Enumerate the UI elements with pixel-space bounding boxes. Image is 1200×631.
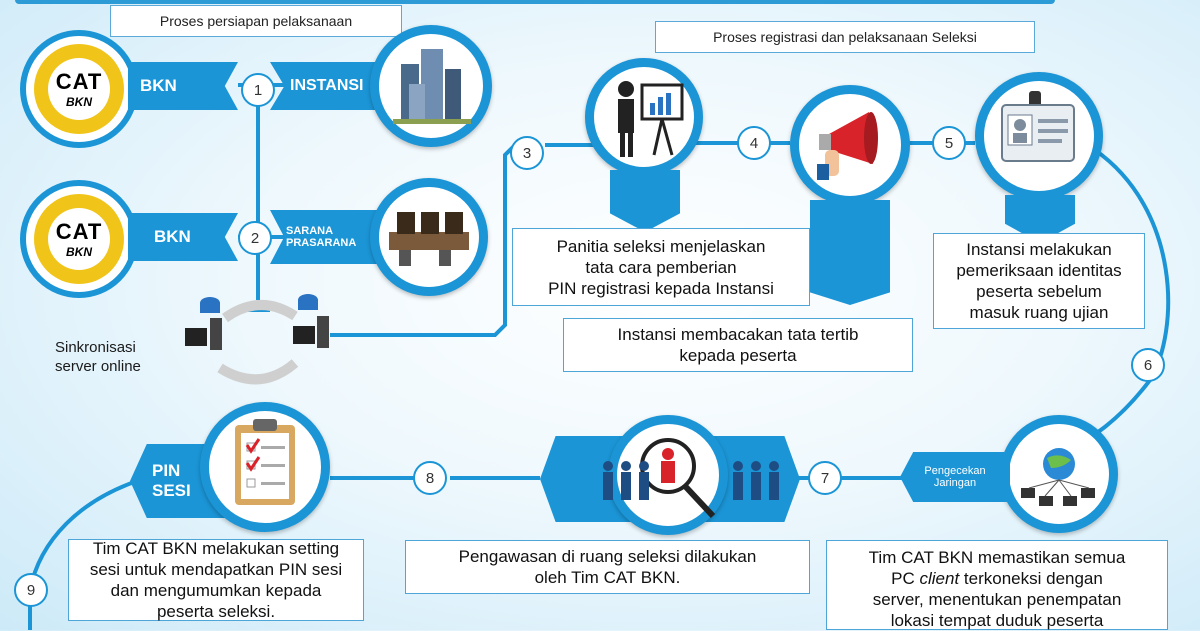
id-card-icon xyxy=(975,72,1103,200)
step-7-desc-l2a: PC xyxy=(891,569,920,588)
sync-caption-l1: Sinkronisasi xyxy=(55,339,136,356)
step-5-desc-l4: masuk ruang ujian xyxy=(969,303,1109,322)
step-9-marker: 9 xyxy=(14,573,48,607)
step-4-pointer xyxy=(810,200,890,305)
cat-logo-sub-2: BKN xyxy=(66,245,92,259)
tag-sarana-prasarana: SARANA PRASARANA xyxy=(270,210,388,264)
buildings-icon xyxy=(370,25,492,147)
sync-servers-icon xyxy=(175,288,345,398)
cat-logo-text: CAT xyxy=(55,69,103,94)
sync-caption-l2: server online xyxy=(55,358,141,375)
megaphone-icon xyxy=(790,85,910,205)
step-3-description: Panitia seleksi menjelaskan tata cara pe… xyxy=(512,228,810,306)
step-5-desc-l3: peserta sebelum xyxy=(976,282,1102,301)
tag-pin-l1: PIN xyxy=(152,461,181,480)
step-1-marker: 1 xyxy=(241,73,275,107)
tag-pin-l2: SESI xyxy=(152,481,191,500)
step-4-desc-l1: Instansi membacakan tata tertib xyxy=(617,325,859,344)
tag-pengecekan-jaringan: Pengecekan Jaringan xyxy=(900,452,1010,502)
cat-bkn-logo: CAT BKN xyxy=(20,30,138,148)
step-8-desc-l1: Pengawasan di ruang seleksi dilakukan xyxy=(458,547,757,566)
sync-caption: Sinkronisasi server online xyxy=(55,338,141,376)
tag-sarana-l1: SARANA xyxy=(286,225,334,237)
step-8-desc-l2: oleh Tim CAT BKN. xyxy=(534,568,681,587)
computer-lab-icon xyxy=(370,178,488,296)
step-7-description: Tim CAT BKN memastikan semua PC client t… xyxy=(826,540,1168,630)
top-bar xyxy=(15,0,1055,4)
step-5-description: Instansi melakukan pemeriksaan identitas… xyxy=(933,233,1145,329)
step-5-desc-l1: Instansi melakukan xyxy=(966,240,1112,259)
cat-bkn-logo-2: CAT BKN xyxy=(20,180,138,298)
step-4-description: Instansi membacakan tata tertib kepada p… xyxy=(563,318,913,372)
step-7-desc-l2b: client xyxy=(919,569,960,588)
step-9-desc-l2: sesi untuk mendapatkan PIN sesi xyxy=(89,560,343,579)
step-7-desc-l4: lokasi tempat duduk peserta xyxy=(890,611,1104,630)
label-registration: Proses registrasi dan pelaksanaan Seleks… xyxy=(655,21,1035,53)
step-5-marker: 5 xyxy=(932,126,966,160)
tag-sarana-l2: PRASARANA xyxy=(286,237,357,249)
step-9-desc-l4: peserta seleksi. xyxy=(156,602,276,621)
step-7-desc-l2c: terkoneksi dengan xyxy=(959,569,1103,588)
step-9-desc-l3: dan mengumumkan kepada xyxy=(110,581,322,600)
tag-bkn-2: BKN xyxy=(128,213,238,261)
network-globe-icon xyxy=(1000,415,1118,533)
step-3-marker: 3 xyxy=(510,136,544,170)
checklist-icon xyxy=(200,402,330,532)
step-5-desc-l2: pemeriksaan identitas xyxy=(956,261,1122,280)
step-4-marker: 4 xyxy=(737,126,771,160)
cat-logo-text-2: CAT xyxy=(55,219,103,244)
step-3-desc-l1: Panitia seleksi menjelaskan xyxy=(556,236,766,256)
step-7-desc-l2: PC client terkoneksi dengan xyxy=(891,568,1103,589)
step-9-desc-l1: Tim CAT BKN melakukan setting xyxy=(92,539,340,558)
step-9-description: Tim CAT BKN melakukan setting sesi untuk… xyxy=(68,539,364,621)
step-7-marker: 7 xyxy=(808,461,842,495)
step-7-desc-l3: server, menentukan penempatan xyxy=(872,590,1122,609)
tag-jaringan-l1: Pengecekan xyxy=(924,465,986,477)
step-3-desc-l2: tata cara pemberian xyxy=(585,257,737,277)
crowd-icon xyxy=(598,458,798,508)
step-2-marker: 2 xyxy=(238,221,272,255)
tag-bkn-1: BKN xyxy=(128,62,238,110)
step-6-marker: 6 xyxy=(1131,348,1165,382)
step-8-description: Pengawasan di ruang seleksi dilakukan ol… xyxy=(405,540,810,594)
step-3-desc-l3: PIN registrasi kepada Instansi xyxy=(548,278,774,298)
cat-logo-sub: BKN xyxy=(66,95,92,109)
tag-jaringan-l2: Jaringan xyxy=(933,477,977,489)
label-prep: Proses persiapan pelaksanaan xyxy=(110,5,402,37)
supervision-icon xyxy=(608,415,728,535)
step-7-desc-l1: Tim CAT BKN memastikan semua xyxy=(868,548,1126,567)
presentation-icon xyxy=(585,58,703,176)
step-4-desc-l2: kepada peserta xyxy=(679,346,797,365)
step-8-marker: 8 xyxy=(413,461,447,495)
